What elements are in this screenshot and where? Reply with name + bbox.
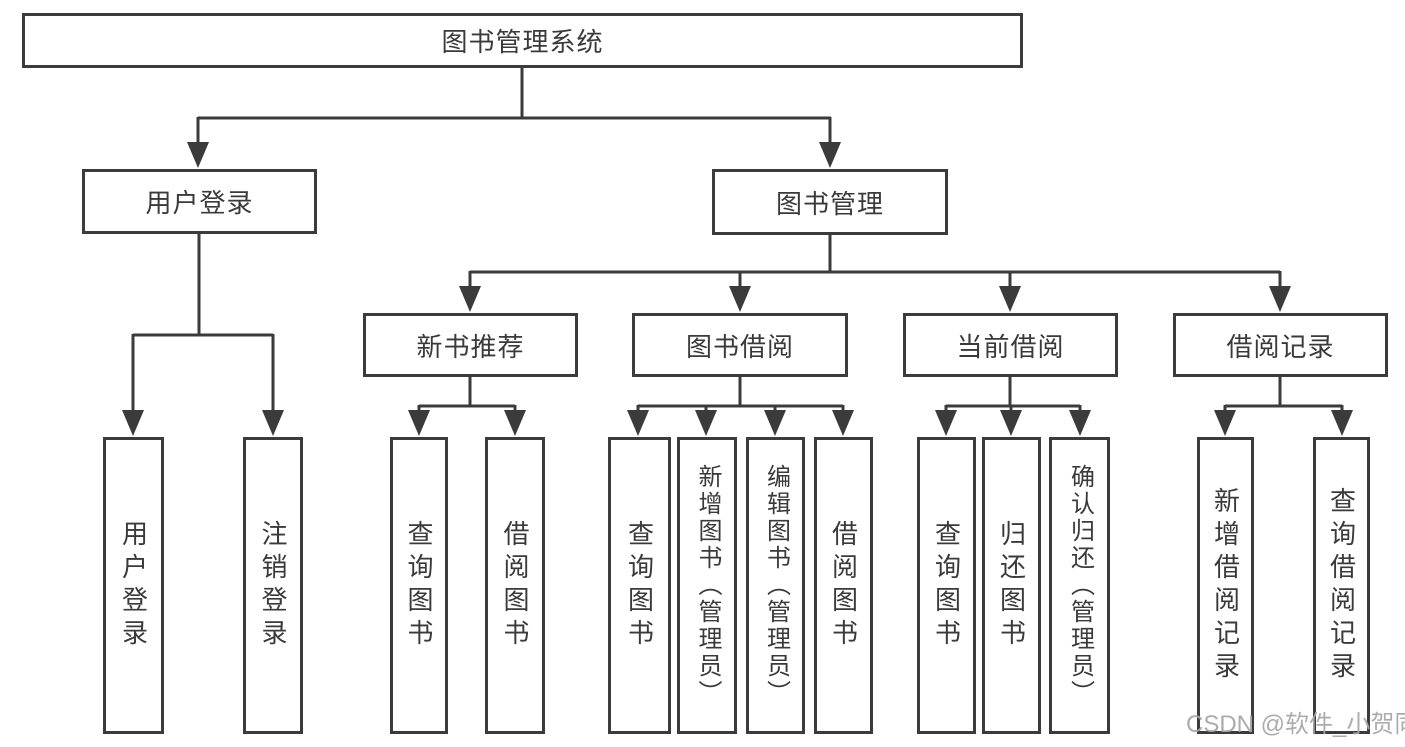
leaf-query-borrow-record: 查询借阅记录 [1313,437,1370,734]
leaf-borrow-books-label: 借阅图书 [828,519,859,652]
leaf-user-login: 用户登录 [103,437,164,734]
leaf-return-books: 归还图书 [982,437,1041,734]
node-user-login-label: 用户登录 [145,188,254,218]
leaf-logout: 注销登录 [243,437,303,734]
node-book-management-label: 图书管理 [775,188,884,219]
leaf-return-books-label: 归还图书 [996,519,1027,652]
leaf-user-login-label: 用户登录 [118,519,149,652]
leaf-add-borrow-record-label: 新增借阅记录 [1210,486,1241,685]
node-book-borrow: 图书借阅 [632,313,848,377]
leaf-query-books-recommend-label: 查询图书 [404,519,434,652]
connector-book-borrow-to-leaves [627,377,854,436]
leaf-confirm-return-admin-label: 确认归还（管理员） [1066,464,1094,707]
leaf-confirm-return-admin: 确认归还（管理员） [1049,437,1110,734]
connector-book-management-to-modules [459,235,1291,312]
connector-new-book-to-leaves [408,377,526,436]
node-current-borrow: 当前借阅 [903,313,1118,377]
connector-borrow-records-to-leaves [1214,377,1353,436]
leaf-query-books-current: 查询图书 [917,437,976,734]
leaf-borrow-books: 借阅图书 [814,437,873,734]
leaf-query-books-borrow: 查询图书 [608,437,671,734]
connector-current-borrow-to-leaves [935,377,1091,436]
node-borrow-records-label: 借阅记录 [1226,331,1335,362]
node-book-management: 图书管理 [712,169,948,235]
node-new-book-recommend-label: 新书推荐 [416,331,525,362]
watermark: CSDN @软件_小贺同学 [1186,711,1405,738]
leaf-query-books-recommend: 查询图书 [390,437,448,734]
leaf-borrow-books-recommend: 借阅图书 [485,437,545,734]
leaf-query-borrow-record-label: 查询借阅记录 [1326,486,1357,685]
node-book-borrow-label: 图书借阅 [685,331,794,362]
node-borrow-records: 借阅记录 [1173,313,1388,377]
leaf-add-books-admin: 新增图书（管理员） [677,437,737,734]
leaf-borrow-books-recommend-label: 借阅图书 [500,519,530,652]
node-user-login: 用户登录 [82,169,317,234]
leaf-add-borrow-record: 新增借阅记录 [1197,437,1254,734]
connector-root-to-branches [187,68,841,168]
leaf-add-books-admin-label: 新增图书（管理员） [694,464,721,707]
connector-user-login-to-leaves [122,233,284,436]
node-root-label: 图书管理系统 [441,27,604,57]
leaf-edit-books-admin: 编辑图书（管理员） [746,437,805,734]
node-current-borrow-label: 当前借阅 [956,331,1065,362]
leaf-query-books-borrow-label: 查询图书 [624,519,655,652]
leaf-query-books-current-label: 查询图书 [931,519,962,652]
node-root: 图书管理系统 [22,13,1023,68]
leaf-logout-label: 注销登录 [258,519,288,652]
leaf-edit-books-admin-label: 编辑图书（管理员） [762,464,790,707]
node-new-book-recommend: 新书推荐 [363,313,578,377]
